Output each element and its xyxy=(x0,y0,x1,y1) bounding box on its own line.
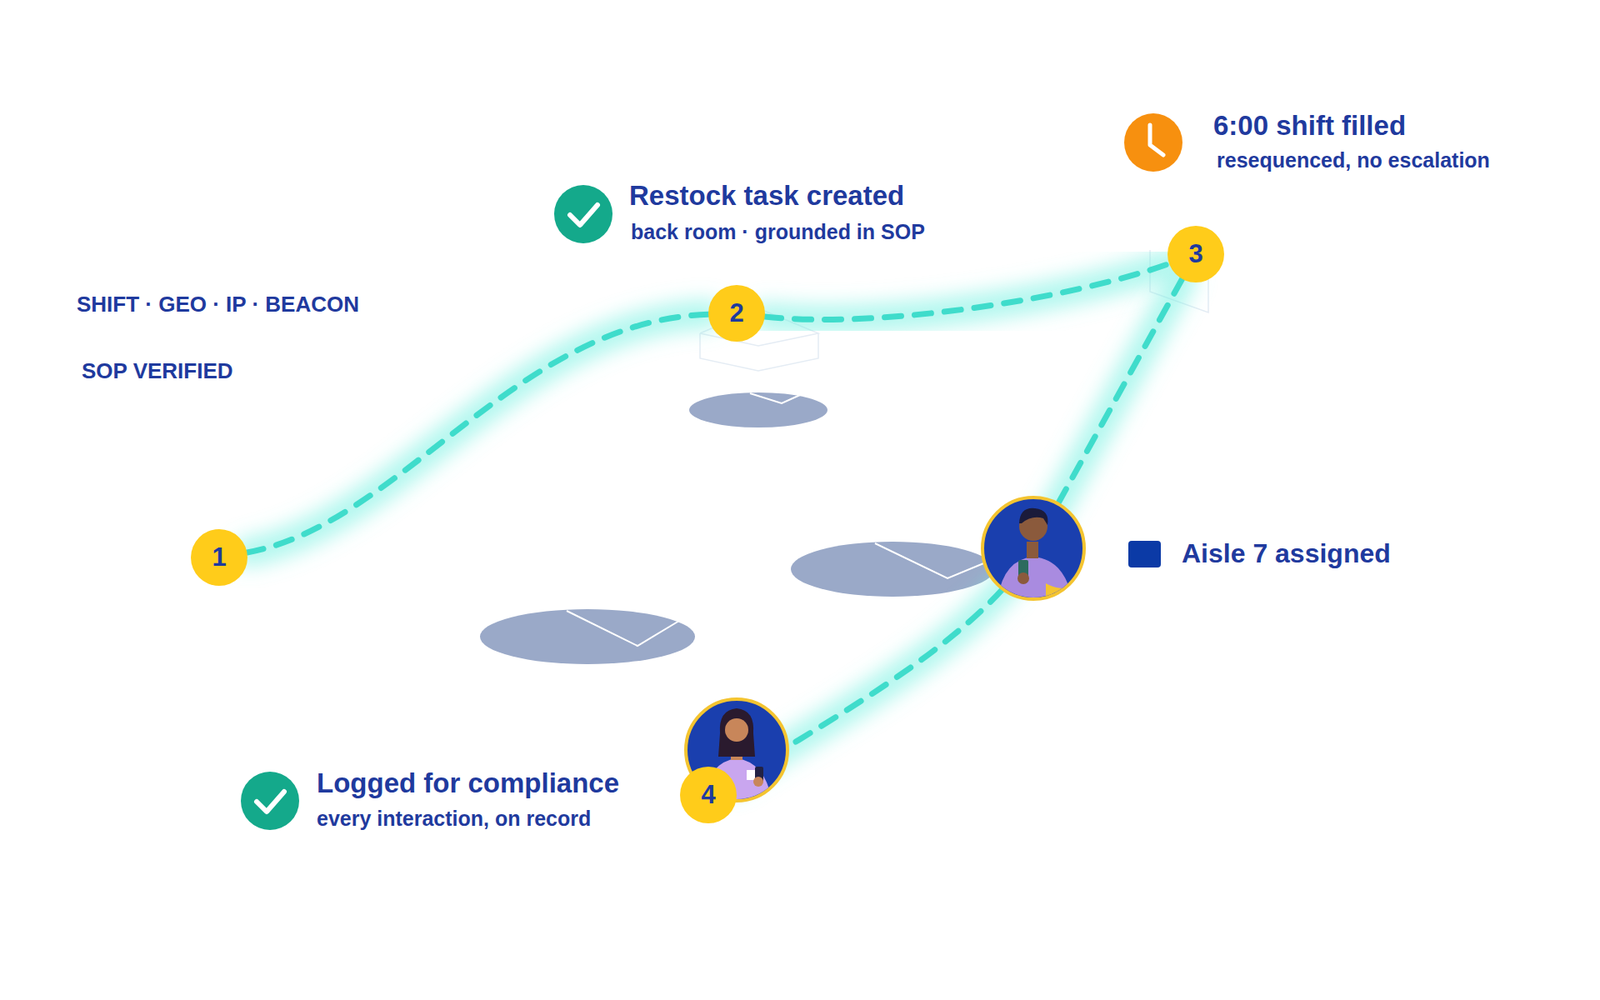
step-circle: 2 xyxy=(708,285,765,342)
status-heading: Restock task created xyxy=(629,180,905,212)
step-circle: 1 xyxy=(190,529,248,586)
check-icon xyxy=(554,185,613,244)
connector-dash xyxy=(732,279,1183,781)
floor-line xyxy=(566,610,680,646)
worker-avatar xyxy=(982,497,1085,609)
route-connector xyxy=(732,279,1183,781)
connector-glow xyxy=(732,279,1183,781)
floor-disc xyxy=(689,392,828,428)
connector-dash xyxy=(765,263,1170,320)
step-circle-fill xyxy=(1167,225,1225,283)
callout-number: 4 xyxy=(680,766,737,824)
callout-number: 1 xyxy=(190,529,248,586)
step-circle-fill xyxy=(708,285,765,342)
check-mark xyxy=(570,205,598,225)
check-mark xyxy=(256,791,285,812)
status-heading: 6:00 shift filled xyxy=(1213,110,1406,142)
connector-dash xyxy=(247,314,710,553)
step-circle: 3 xyxy=(1167,225,1225,283)
floor-line xyxy=(875,543,992,579)
clock-hands xyxy=(1150,125,1164,155)
clock-icon xyxy=(1124,113,1183,172)
status-detail: back room · grounded in SOP xyxy=(630,220,925,245)
status-detail: every interaction, on record xyxy=(316,806,591,831)
floor-disc xyxy=(790,541,995,597)
verification-note: SOP VERIFIED xyxy=(81,359,234,385)
route-connector xyxy=(765,263,1170,320)
step-circle-fill xyxy=(190,529,248,586)
callout-number: 3 xyxy=(1167,225,1225,283)
status-detail: resequenced, no escalation xyxy=(1216,148,1490,173)
floor-line xyxy=(750,393,800,404)
connector-glow xyxy=(765,263,1170,320)
route-connector xyxy=(247,314,710,553)
callout-number: 2 xyxy=(708,285,765,342)
connector-glow xyxy=(247,314,710,553)
status-heading: Logged for compliance xyxy=(316,767,620,800)
step-circle: 4 xyxy=(680,766,737,824)
legend-text: Aisle 7 assigned xyxy=(1181,538,1391,570)
step-circle-fill xyxy=(680,766,737,824)
signal-list: SHIFT · GEO · IP · BEACON xyxy=(76,292,360,318)
legend-swatch xyxy=(1128,540,1161,568)
floor-disc xyxy=(480,609,695,665)
check-icon xyxy=(240,771,300,830)
